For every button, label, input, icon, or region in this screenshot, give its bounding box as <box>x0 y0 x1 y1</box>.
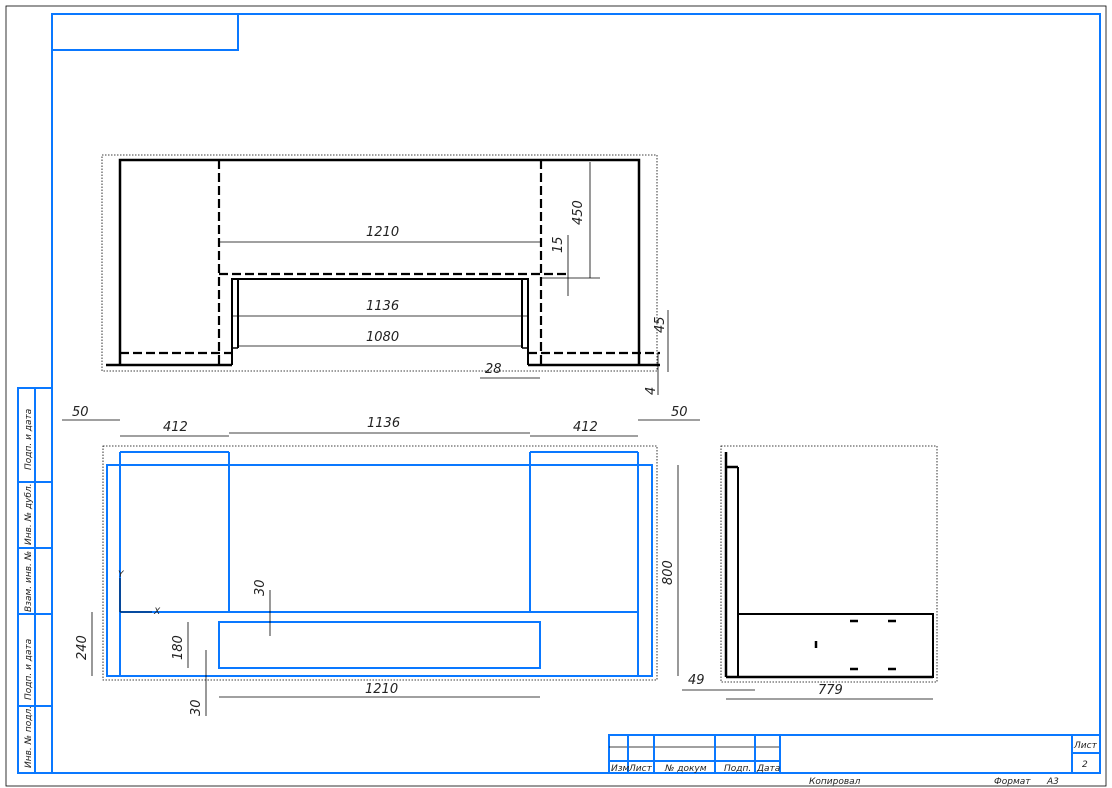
side-strip: Подп. и дата Инв. № дубл. Взам. инв. № П… <box>17 387 53 774</box>
dim-15: 15 <box>551 236 566 253</box>
title-block: Изм Лист № докум Подп. Дата Лист 2 Копир… <box>608 734 1101 787</box>
copied-label: Копировал <box>809 777 861 787</box>
front-view: Y X 50 412 1136 412 50 800 240 180 30 30… <box>62 405 700 716</box>
dim-4: 4 <box>644 387 659 395</box>
svg-text:X: X <box>153 607 161 617</box>
sheet-label: Лист <box>1073 741 1098 751</box>
header-list: Лист <box>628 764 653 774</box>
top-view: 1210 1136 1080 450 15 45 4 28 <box>101 154 669 395</box>
strip-label: Взам. инв. № <box>24 551 34 612</box>
dim-50-left: 50 <box>72 405 89 420</box>
strip-label: Подп. и дата <box>24 409 34 470</box>
dim-180: 180 <box>171 635 186 660</box>
dim-49: 49 <box>688 673 705 688</box>
header-date: Дата <box>756 764 780 774</box>
dim-1210-front: 1210 <box>365 682 398 697</box>
dim-779: 779 <box>818 683 843 698</box>
slot-marks <box>814 619 896 671</box>
svg-text:Y: Y <box>118 570 125 580</box>
header-izm: Изм <box>611 764 630 774</box>
sheet-frame <box>5 5 1107 787</box>
dim-45: 45 <box>653 316 668 333</box>
header-signature: Подп. <box>724 764 751 774</box>
dim-50-right: 50 <box>671 405 688 420</box>
dim-28: 28 <box>485 362 502 377</box>
dim-412-left: 412 <box>163 420 188 435</box>
dim-1136-front: 1136 <box>367 416 400 431</box>
sheet-number: 2 <box>1082 760 1088 770</box>
format-value: А3 <box>1046 777 1059 787</box>
dim-1136: 1136 <box>366 299 399 314</box>
header-doc-number: № докум <box>664 764 707 774</box>
format-label: Формат <box>994 777 1031 787</box>
strip-label: Подп. и дата <box>24 639 34 700</box>
side-view: 49 779 <box>682 445 938 700</box>
dim-1210: 1210 <box>366 225 399 240</box>
dim-1080: 1080 <box>366 330 399 345</box>
dim-450: 450 <box>571 200 586 225</box>
dim-412-right: 412 <box>573 420 598 435</box>
dim-800: 800 <box>661 560 676 585</box>
coordinate-axis-icon: Y X <box>118 570 161 617</box>
dim-30-bottom: 30 <box>189 699 204 716</box>
dim-30-top: 30 <box>253 579 268 596</box>
strip-label: Инв. № подл. <box>24 706 34 768</box>
strip-label: Инв. № дубл. <box>24 483 34 545</box>
dim-240: 240 <box>75 635 90 660</box>
